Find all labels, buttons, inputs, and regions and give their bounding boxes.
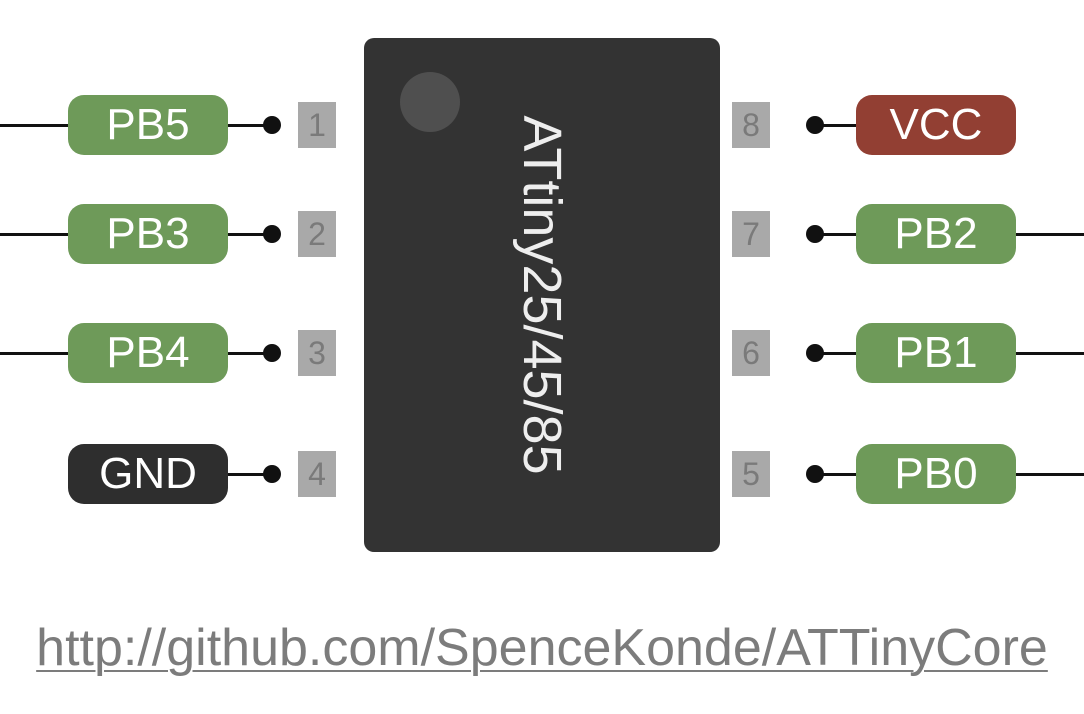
pin-7-wire	[1014, 233, 1084, 236]
pin-1-lead	[228, 124, 272, 127]
pin-6-lead	[812, 352, 858, 355]
pin-5-number: 5	[732, 451, 770, 497]
pin-3-number: 3	[298, 330, 336, 376]
pin-7-lead	[812, 233, 858, 236]
pin-7-connector-dot	[806, 225, 824, 243]
pin-3-label: PB4	[68, 323, 228, 383]
pin-1-wire	[0, 124, 70, 127]
pin-6-number: 6	[732, 330, 770, 376]
pin-5-lead	[812, 473, 858, 476]
pin-4-lead	[228, 473, 272, 476]
pin-5-label: PB0	[856, 444, 1016, 504]
pin-2-label: PB3	[68, 204, 228, 264]
pin-3-wire	[0, 352, 70, 355]
pin-3-connector-dot	[263, 344, 281, 362]
pin-3-lead	[228, 352, 272, 355]
pin-6-connector-dot	[806, 344, 824, 362]
pin-6-wire	[1014, 352, 1084, 355]
chip-name: ATtiny25/45/85	[512, 115, 572, 475]
pin-8-number: 8	[732, 102, 770, 148]
pin-2-lead	[228, 233, 272, 236]
chip-body: ATtiny25/45/85	[364, 38, 720, 552]
pin-4-number: 4	[298, 451, 336, 497]
pin-6-label: PB1	[856, 323, 1016, 383]
pin-2-wire	[0, 233, 70, 236]
pin-2-number: 2	[298, 211, 336, 257]
pin-2-connector-dot	[263, 225, 281, 243]
source-url-link[interactable]: http://github.com/SpenceKonde/ATTinyCore	[36, 619, 1048, 677]
pin-1-number: 1	[298, 102, 336, 148]
pin-1-label: PB5	[68, 95, 228, 155]
pin-7-label: PB2	[856, 204, 1016, 264]
pin-8-lead	[812, 124, 858, 127]
pin-7-number: 7	[732, 211, 770, 257]
pin-1-connector-dot	[263, 116, 281, 134]
pin-4-connector-dot	[263, 465, 281, 483]
pin-8-label: VCC	[856, 95, 1016, 155]
pin-4-label: GND	[68, 444, 228, 504]
pin-5-connector-dot	[806, 465, 824, 483]
pin-5-wire	[1014, 473, 1084, 476]
pin-8-connector-dot	[806, 116, 824, 134]
pin1-indicator-dot	[400, 72, 460, 132]
